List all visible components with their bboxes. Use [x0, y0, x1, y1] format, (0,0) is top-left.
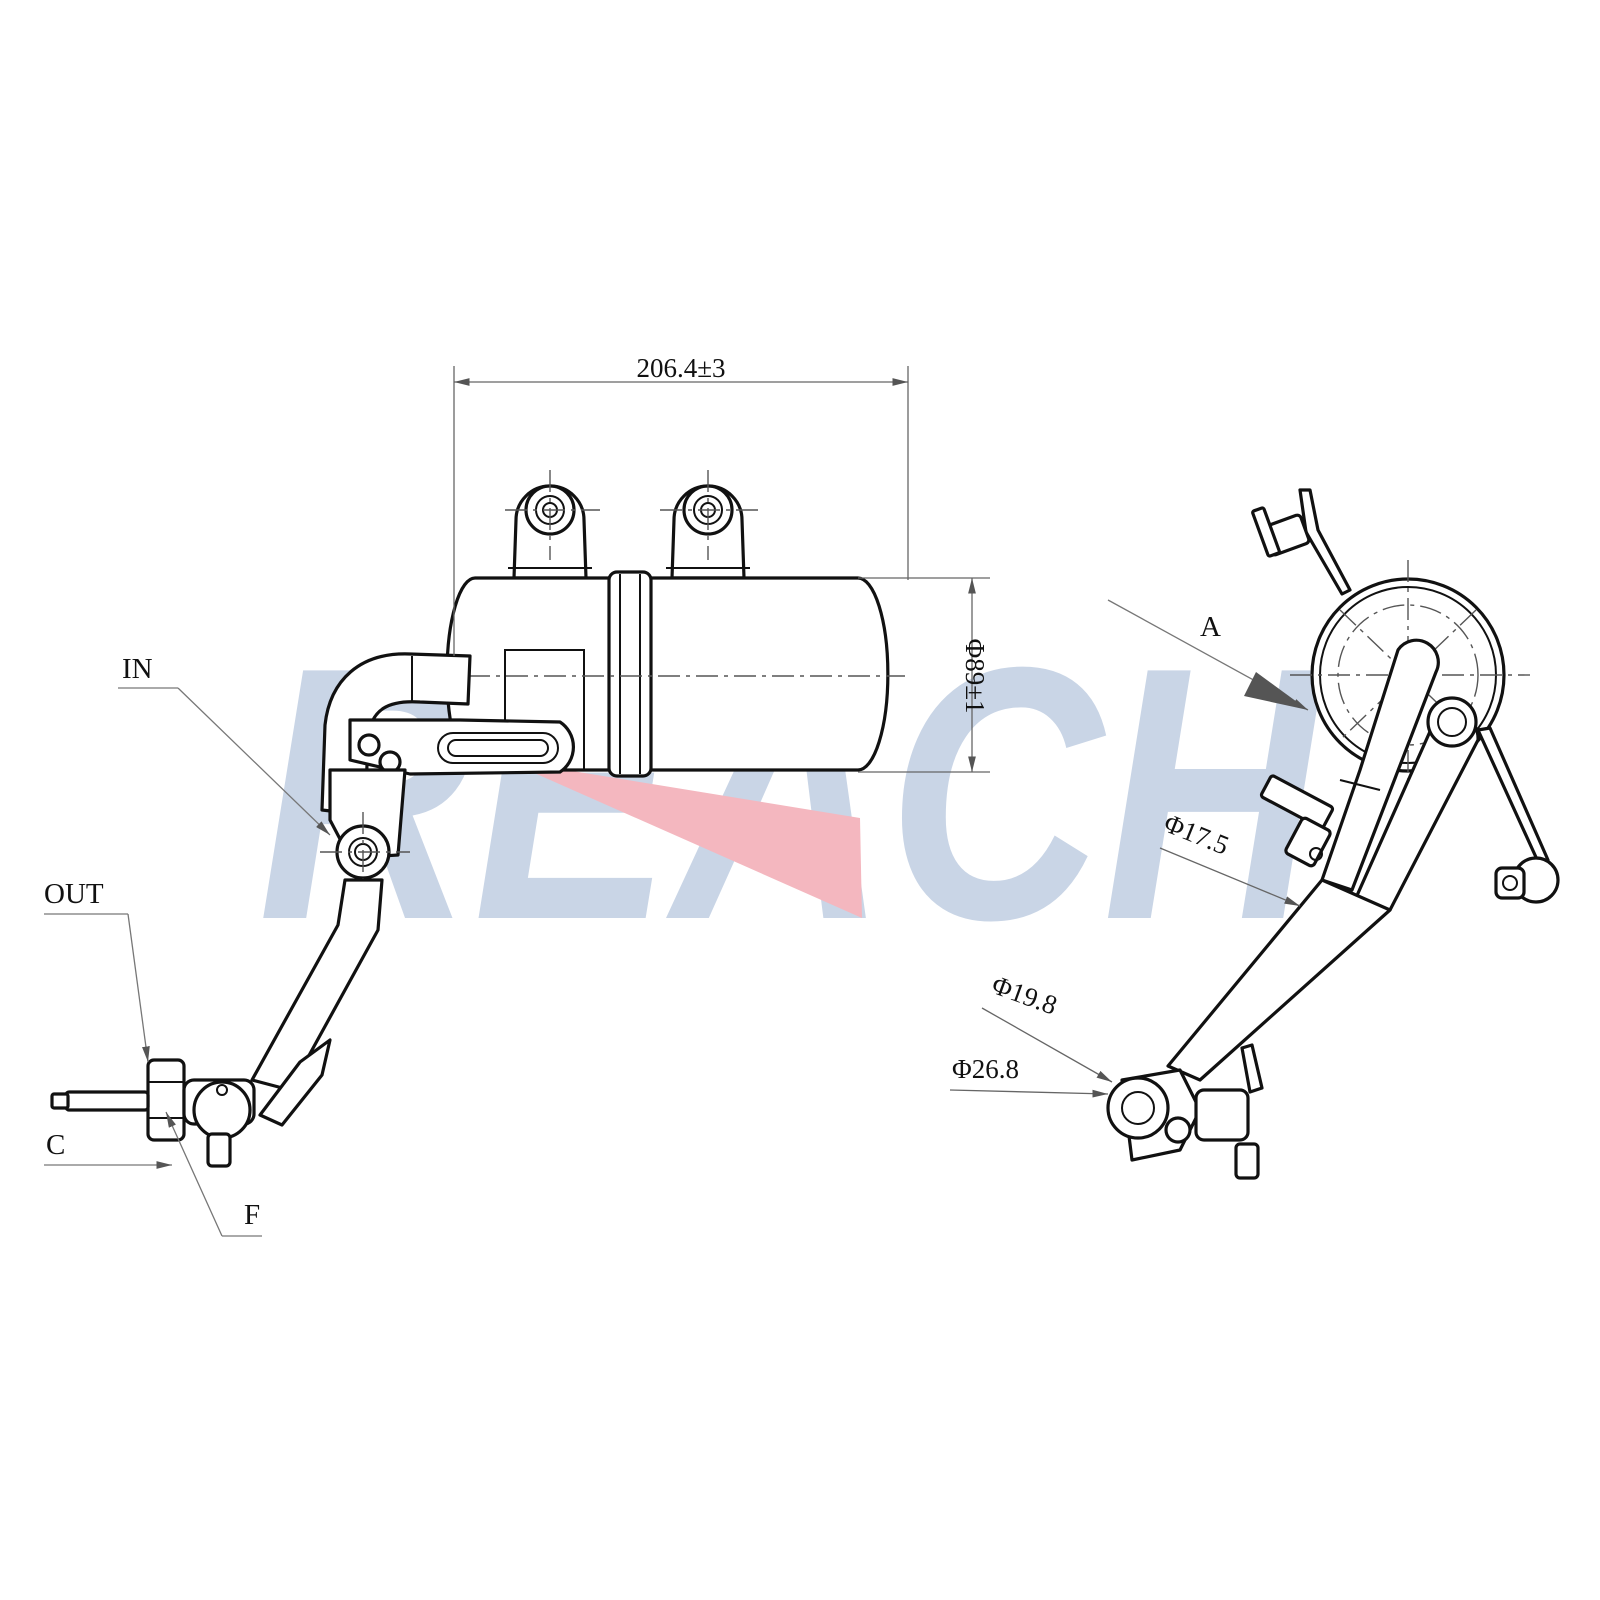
length-dimension-label: 206.4±3: [636, 353, 725, 383]
f-label: F: [244, 1199, 260, 1231]
c-label: C: [46, 1129, 65, 1161]
inlet-label: IN: [122, 653, 153, 685]
pressure-switch-assembly: [50, 1058, 256, 1168]
mid-clamp: [1259, 774, 1335, 868]
diameter-dimension-label: Φ89±1: [960, 638, 990, 713]
view-label: A: [1200, 611, 1221, 643]
view-arrow: [1107, 599, 1309, 711]
length-dimension: [453, 366, 909, 656]
bottom-port-block: [1106, 1043, 1264, 1180]
right-bracket-arm: [1476, 726, 1560, 904]
bracket-plate: [348, 718, 575, 776]
pipe-diameter-dimension: [1159, 847, 1301, 907]
port-outer-dimension: [949, 1089, 1109, 1098]
outlet-pipe: [250, 768, 410, 1127]
port-outer-label: Φ26.8: [952, 1054, 1019, 1084]
f-leader: [165, 1111, 262, 1237]
watermark-accent-wedge: [505, 760, 862, 918]
end-view-pipes: [1166, 638, 1480, 1082]
mounting-lug-1: [505, 470, 600, 580]
outlet-leader: [44, 913, 150, 1063]
top-bracket: [1251, 488, 1352, 596]
outlet-label: OUT: [44, 878, 104, 910]
side-view: 206.4±3 Φ89±1 IN OUT C F: [44, 353, 990, 1237]
mounting-lug-2: [660, 470, 760, 580]
inlet-leader: [118, 687, 331, 836]
diameter-dimension: [858, 577, 990, 773]
port-inner-dimension: [981, 1007, 1113, 1083]
end-view: A Φ17.5 Φ19.8 Φ26.8: [949, 488, 1560, 1180]
